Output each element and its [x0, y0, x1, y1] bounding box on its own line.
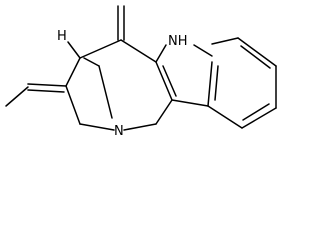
exocyclic-methylene — [117, 5, 125, 41]
bond-c5-bridge-1 — [83, 57, 100, 67]
bond-c3-c3a — [171, 99, 209, 107]
bond-c5-c4 — [65, 57, 81, 87]
bond-ethylidene-double-2 — [27, 89, 65, 93]
bond-ethylidene-double-1 — [27, 83, 67, 87]
bond-c2-cexo — [120, 39, 157, 63]
bond-c4-ch2 — [65, 85, 81, 125]
bond-ch2-c3 — [155, 99, 173, 125]
bond-benzene-6 — [207, 61, 213, 107]
bond-n-ch2-indole — [123, 123, 157, 131]
bond-benzene-4 — [241, 107, 277, 129]
atom-label-indole-nh: NH — [168, 34, 188, 49]
bond-bridge-1-2 — [98, 65, 113, 119]
bond-ethylidene-methyl — [5, 86, 29, 107]
atom-label-stereo-h: H — [57, 29, 67, 44]
bond-c2-c3 — [155, 61, 173, 101]
bond-nh-c2 — [155, 44, 167, 63]
bond-c2-c3-inner — [162, 65, 177, 97]
bond-benzene-5 — [207, 105, 243, 129]
bond-cexo-c5 — [79, 39, 122, 59]
cage-framework — [65, 39, 173, 131]
atom-label-bridgehead-n: N — [114, 124, 124, 139]
molecule-structure: NH N H — [5, 5, 277, 139]
bond-nh-c7a — [193, 44, 213, 57]
bond-benzene-1 — [211, 37, 239, 45]
bond-benzene-2 — [237, 37, 277, 67]
bond-benzene-2-inner — [240, 45, 271, 69]
bond-stereo-h — [67, 41, 81, 59]
ethylidene-group — [5, 83, 67, 107]
bond-benzene-4-inner — [242, 103, 270, 121]
structure-canvas: NH N H — [5, 5, 277, 139]
bond-ch2-n — [79, 123, 115, 131]
bond-benzene-6-inner — [214, 65, 219, 101]
pyrrole-ring — [155, 44, 213, 107]
benzene-ring — [207, 37, 277, 129]
